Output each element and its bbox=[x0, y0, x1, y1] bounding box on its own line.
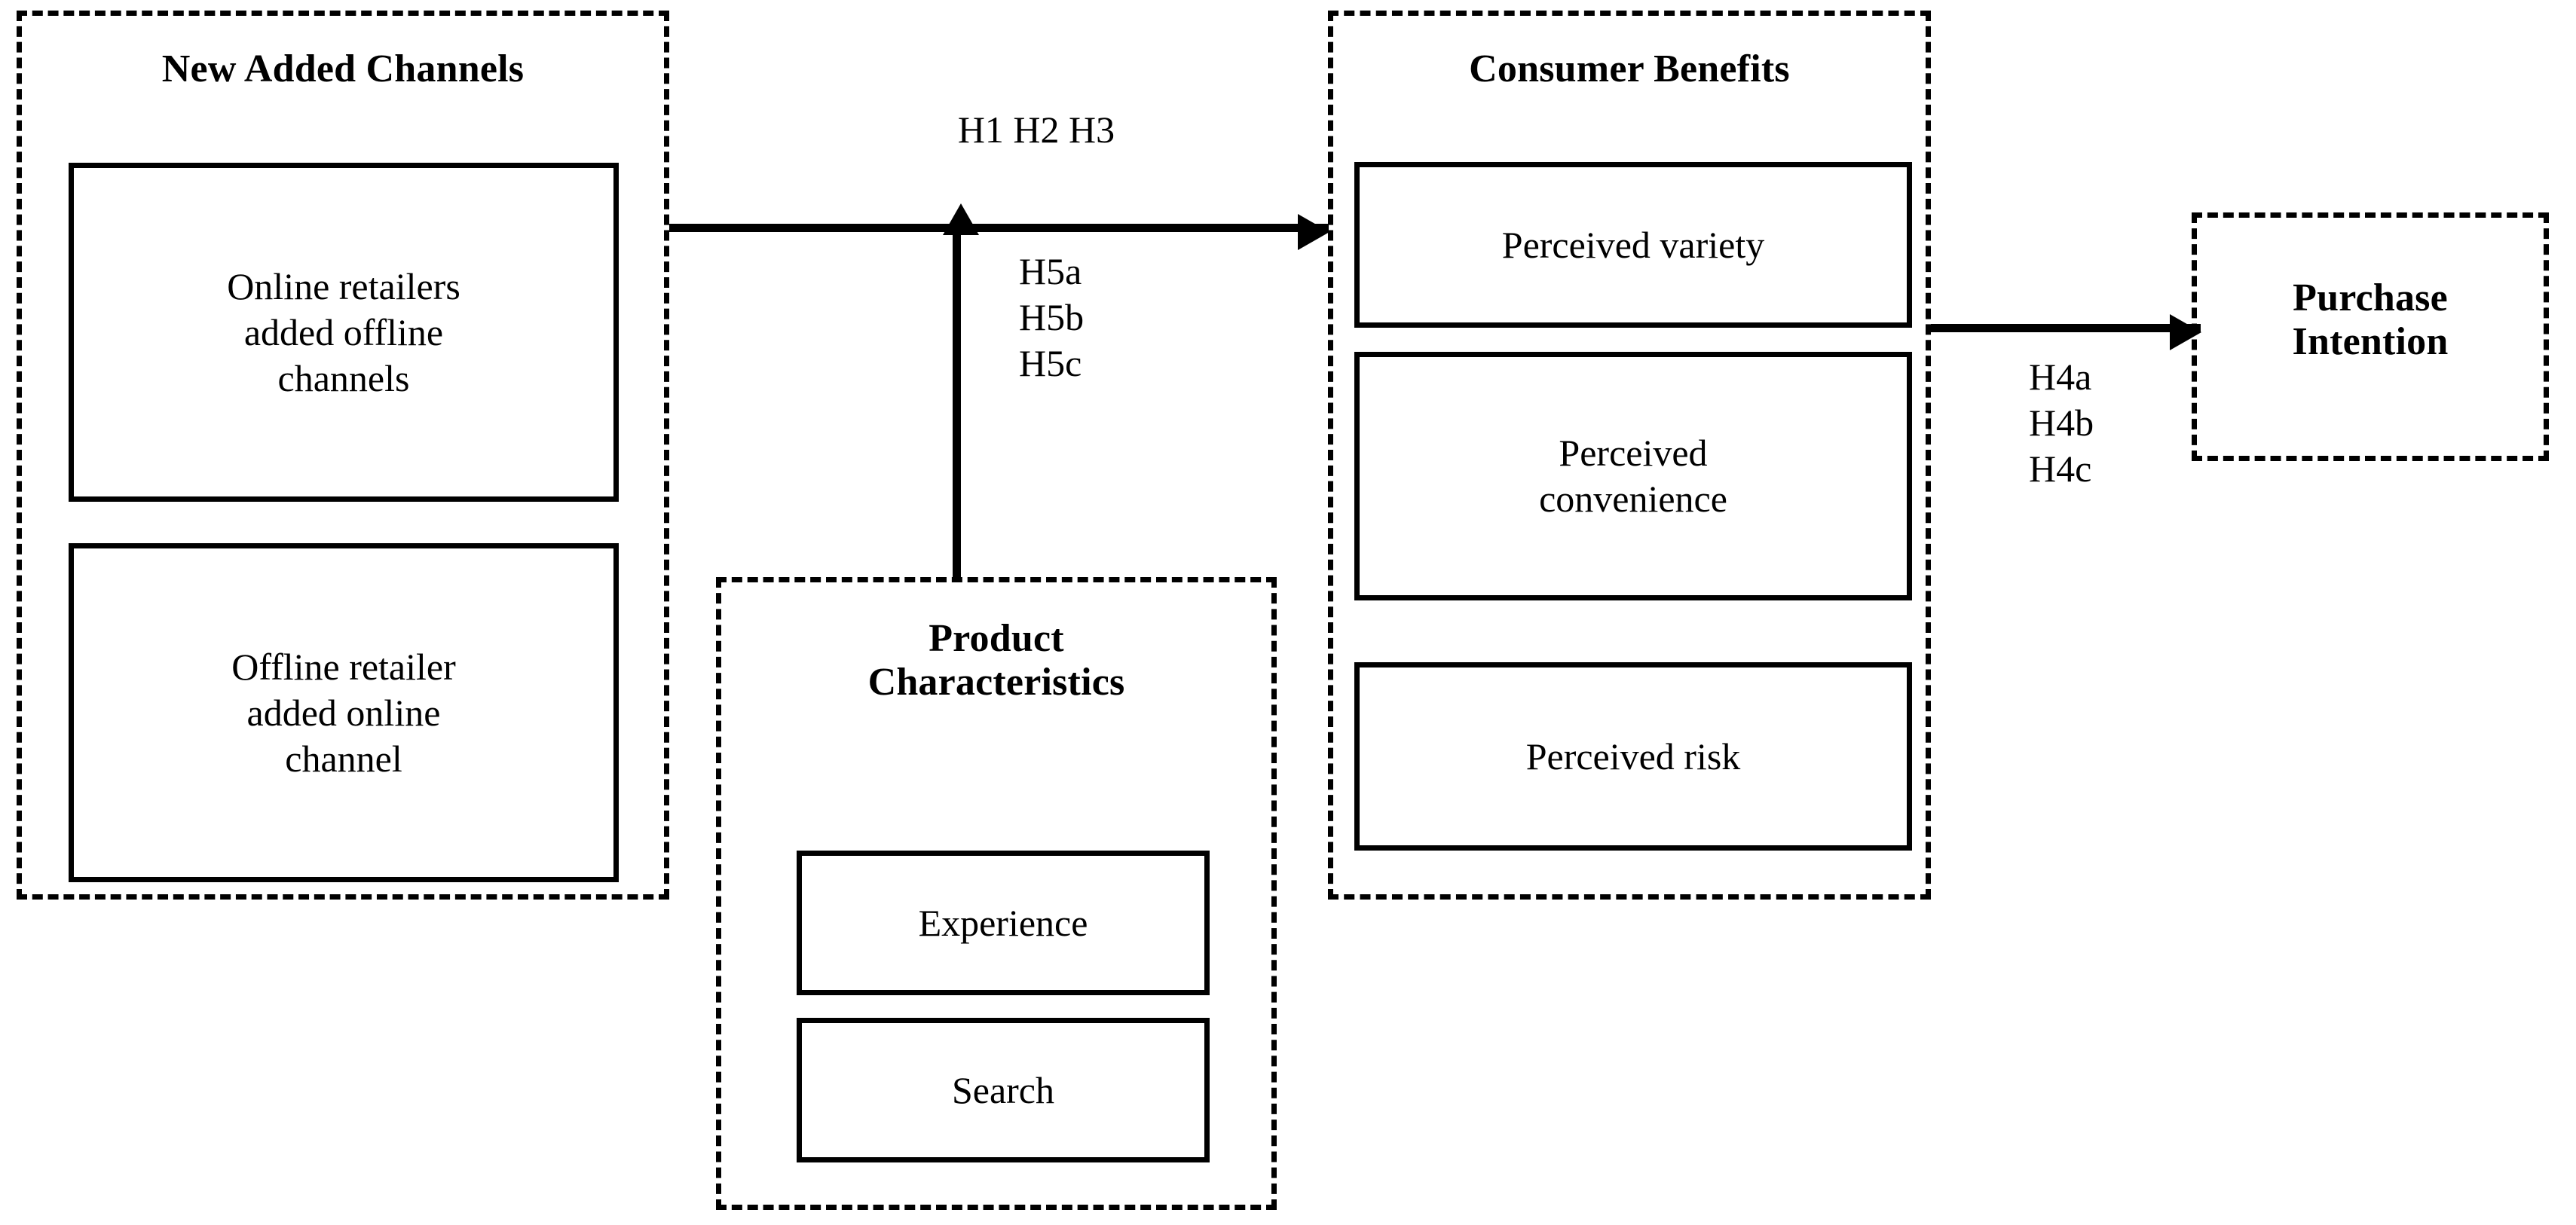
hypothesis-label-h1-h2-h3: H1 H2 H3 bbox=[957, 108, 1115, 151]
channels-to-benefits-arrow bbox=[669, 214, 1329, 250]
group-title-product-characteristics: Product Characteristics bbox=[867, 617, 1125, 704]
hypothesis-label-h4a-h4b-h4c: H4a H4b H4c bbox=[2029, 356, 2094, 490]
group-product-characteristics: Product Characteristics Experience Searc… bbox=[716, 577, 1277, 1210]
group-title-consumer-benefits: Consumer Benefits bbox=[1469, 47, 1790, 90]
arrowhead-right-icon bbox=[2170, 314, 2201, 350]
group-title-new-added-channels: New Added Channels bbox=[161, 47, 525, 90]
node-experience[interactable]: Experience bbox=[797, 851, 1210, 995]
arrowhead-right-icon bbox=[1298, 214, 1329, 250]
node-offline-retailer-added-online-channel[interactable]: Offline retailer added online channel bbox=[69, 543, 619, 882]
hypothesis-label-h5a-h5b-h5c: H5a H5b H5c bbox=[1019, 250, 1085, 384]
node-search[interactable]: Search bbox=[797, 1018, 1210, 1162]
node-perceived-risk[interactable]: Perceived risk bbox=[1354, 662, 1912, 851]
product-characteristics-moderator-arrow bbox=[943, 203, 979, 580]
node-online-retailers-added-offline-channels[interactable]: Online retailers added offline channels bbox=[69, 163, 619, 502]
group-new-added-channels: New Added Channels Online retailers adde… bbox=[17, 11, 669, 900]
benefits-to-purchase-intention-arrow bbox=[1931, 314, 2201, 350]
node-perceived-variety[interactable]: Perceived variety bbox=[1354, 162, 1912, 328]
arrowhead-up-icon bbox=[943, 203, 979, 235]
group-title-purchase-intention: Purchase Intention bbox=[2292, 276, 2449, 364]
node-perceived-convenience[interactable]: Perceived convenience bbox=[1354, 352, 1912, 600]
group-consumer-benefits: Consumer Benefits Perceived variety Perc… bbox=[1328, 11, 1931, 900]
